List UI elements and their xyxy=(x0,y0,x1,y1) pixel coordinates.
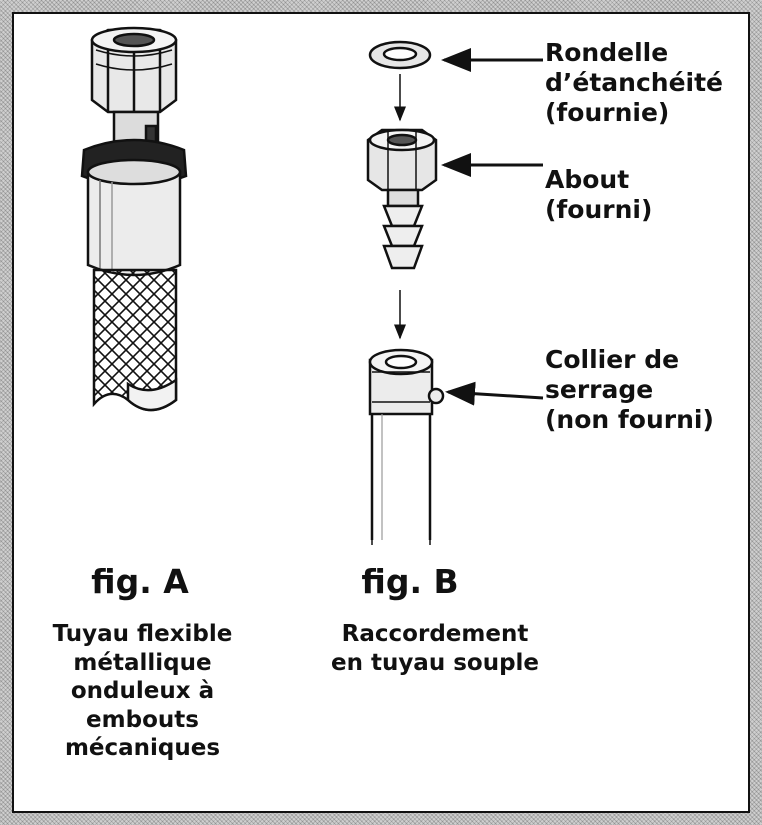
braided-hose-illustration xyxy=(80,26,188,412)
fig-a-caption: Tuyau flexible métallique onduleux à emb… xyxy=(52,621,233,762)
hose-connection-illustration xyxy=(366,40,544,545)
label-fitting: About (fourni) xyxy=(545,165,653,224)
fig-a-title: fig. A xyxy=(91,562,189,601)
fig-b-caption: Raccordement en tuyau souple xyxy=(330,621,540,676)
label-clamp: Collier de serrage (non fourni) xyxy=(545,345,714,434)
fitting-part xyxy=(366,128,438,270)
soft-hose-part xyxy=(368,348,445,545)
washer-part xyxy=(368,40,432,70)
pointer-clamp xyxy=(445,381,544,406)
fig-b-title: fig. B xyxy=(361,562,459,601)
label-washer: Rondelle d’étanchéité (fournie) xyxy=(545,38,724,127)
